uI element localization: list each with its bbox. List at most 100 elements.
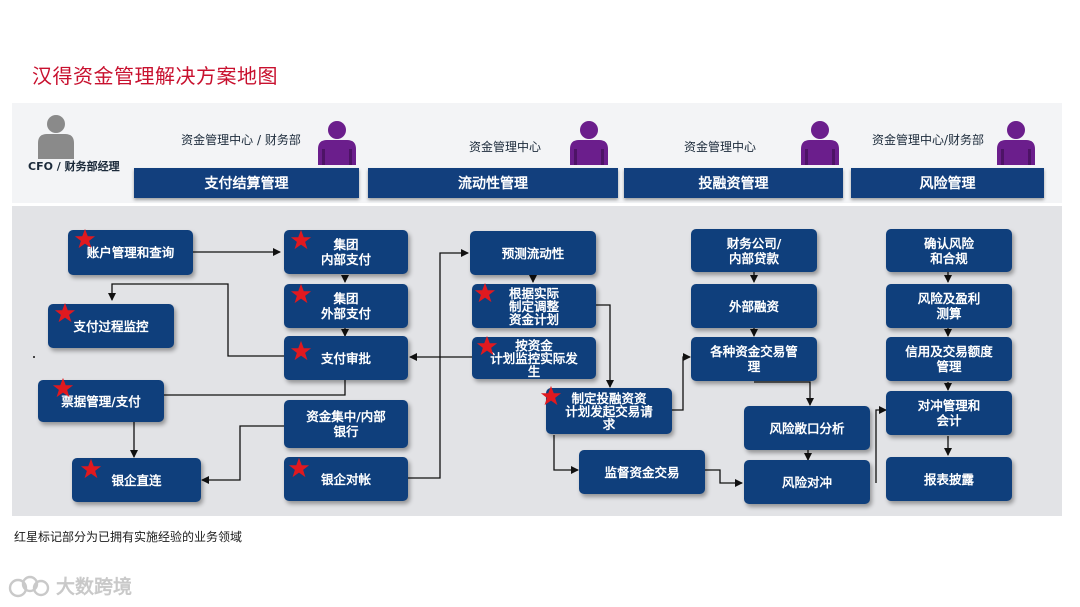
node-credit-limit: 信用及交易额度 管理 (886, 337, 1012, 381)
node-monitor-trade-label: 监督资金交易 (604, 464, 680, 480)
star-icon (476, 335, 498, 356)
role-label-investment: 资金管理中心 (683, 140, 756, 154)
node-bank-direct: 银企直连 (72, 458, 201, 502)
edge-approval-bill (164, 380, 346, 396)
node-hedge-accounting-line1: 对冲管理和 (917, 398, 981, 413)
node-plan-monitor-line2: 计划监控实际发 (490, 350, 578, 366)
star-icon (74, 228, 96, 249)
node-exposure-label: 风险敞口分析 (769, 420, 845, 436)
node-risk-profit: 风险及盈利 测算 (886, 284, 1012, 328)
node-bill-label: 票据管理/支付 (61, 393, 141, 409)
column-header-risk: 风险管理 (851, 168, 1044, 198)
node-investment-plan-line3: 求 (602, 416, 616, 432)
node-forecast-label: 预测流动性 (501, 245, 565, 261)
edge-investment-monitor (553, 435, 579, 474)
node-group-external-line1: 集团 (333, 291, 359, 306)
node-bank-direct-label: 银企直连 (111, 472, 162, 488)
node-external-finance: 外部融资 (691, 284, 817, 328)
node-credit-limit-line1: 信用及交易额度 (905, 344, 993, 359)
watermark-text: 大数跨境 (56, 576, 133, 598)
node-finance-company: 财务公司/ 内部贷款 (691, 229, 817, 272)
edge-adjust-investment (596, 304, 614, 388)
node-bill: 票据管理/支付 (38, 380, 164, 422)
node-trade-mgmt: 各种资金交易管 理 (691, 337, 817, 381)
column-header-payment: 支付结算管理 (134, 168, 359, 198)
node-fund-center: 资金集中/内部 银行 (284, 400, 408, 448)
node-report-label: 报表披露 (923, 471, 974, 487)
node-compliance: 确认风险 和合规 (886, 229, 1012, 272)
star-icon (474, 282, 496, 303)
page-title: 汉得资金管理解决方案地图 (32, 64, 278, 88)
node-bank-reconcile: 银企对帐 (284, 457, 408, 501)
edge-monitor-hedge (705, 469, 743, 487)
node-adjust-plan-line2: 制定调整 (508, 298, 559, 314)
node-investment-plan: 制定投融资资 计划发起交易请 求 (546, 388, 672, 434)
node-external-finance-label: 外部融资 (728, 298, 779, 314)
star-icon (290, 229, 312, 250)
person-icon (997, 121, 1035, 165)
node-hedge-label: 风险对冲 (781, 474, 832, 490)
column-header-liquidity: 流动性管理 (368, 168, 618, 198)
node-group-internal-line1: 集团 (333, 237, 359, 252)
edge-approval-monitor (108, 283, 284, 357)
star-icon (290, 283, 312, 304)
star-icon (540, 385, 562, 406)
node-plan-monitor-line3: 生 (527, 363, 541, 379)
person-icon (570, 121, 608, 165)
node-fund-center-line1: 资金集中/内部 (306, 409, 386, 424)
node-payment-monitor-label: 支付过程监控 (73, 318, 149, 334)
node-hedge-accounting: 对冲管理和 会计 (886, 391, 1012, 435)
node-investment-plan-line2: 计划发起交易请 (565, 403, 653, 419)
node-compliance-line2: 和合规 (930, 250, 968, 266)
node-forecast: 预测流动性 (470, 231, 596, 275)
node-payment-approval-label: 支付审批 (320, 350, 371, 366)
node-investment-plan-line1: 制定投融资资 (571, 390, 647, 406)
node-plan-monitor-line1: 按资金 (515, 337, 553, 353)
node-trade-mgmt-line1: 各种资金交易管 (710, 344, 798, 359)
node-group-external-line2: 外部支付 (320, 306, 371, 321)
node-group-internal-line2: 内部支付 (320, 252, 371, 267)
role-label-liquidity: 资金管理中心 (468, 140, 541, 154)
footnote: 红星标记部分为已拥有实施经验的业务领域 (14, 530, 243, 544)
edge-fundcenter-bankdirect (201, 425, 284, 484)
stray-dot (33, 356, 35, 358)
edge-investment-trade (672, 353, 691, 411)
star-icon (290, 340, 312, 361)
star-icon (288, 457, 310, 478)
cfo-person-icon (38, 115, 74, 159)
node-monitor-trade: 监督资金交易 (579, 450, 705, 494)
node-exposure: 风险敞口分析 (744, 406, 870, 450)
person-icon (318, 121, 356, 165)
node-finance-company-line1: 财务公司/ (726, 235, 782, 251)
node-risk-profit-line1: 风险及盈利 (917, 291, 981, 306)
role-label-risk: 资金管理中心/财务部 (871, 133, 985, 147)
star-icon (52, 377, 74, 398)
star-icon (54, 302, 76, 323)
watermark: 大数跨境 (8, 572, 132, 599)
node-report: 报表披露 (886, 457, 1012, 501)
node-bank-reconcile-label: 银企对帐 (320, 471, 371, 487)
node-group-internal: 集团 内部支付 (284, 230, 408, 274)
node-account-label: 账户管理和查询 (86, 245, 175, 260)
column-header-investment: 投融资管理 (624, 168, 843, 198)
node-hedge-accounting-line2: 会计 (936, 413, 962, 428)
star-icon (80, 458, 102, 479)
node-trade-mgmt-line2: 理 (747, 359, 761, 374)
node-finance-company-line2: 内部贷款 (728, 250, 779, 266)
role-label-payment: 资金管理中心 / 财务部 (181, 133, 301, 147)
edge-trade-exposure (754, 381, 814, 406)
edge-reconcile-forecast (408, 249, 469, 479)
node-credit-limit-line2: 管理 (936, 359, 962, 374)
edge-hedge-hedgeacct (875, 406, 887, 483)
node-risk-profit-line2: 测算 (936, 306, 962, 321)
person-icon (801, 121, 839, 165)
cfo-label: CFO / 财务部经理 (28, 160, 120, 173)
node-adjust-plan-line3: 资金计划 (508, 311, 559, 327)
node-fund-center-line2: 银行 (333, 424, 359, 439)
node-hedge: 风险对冲 (744, 460, 870, 504)
node-adjust-plan-line1: 根据实际 (508, 285, 559, 301)
watermark-logo-icon (8, 575, 50, 597)
node-compliance-line1: 确认风险 (923, 235, 974, 251)
node-plan-monitor: 按资金 计划监控实际发 生 (472, 337, 596, 379)
